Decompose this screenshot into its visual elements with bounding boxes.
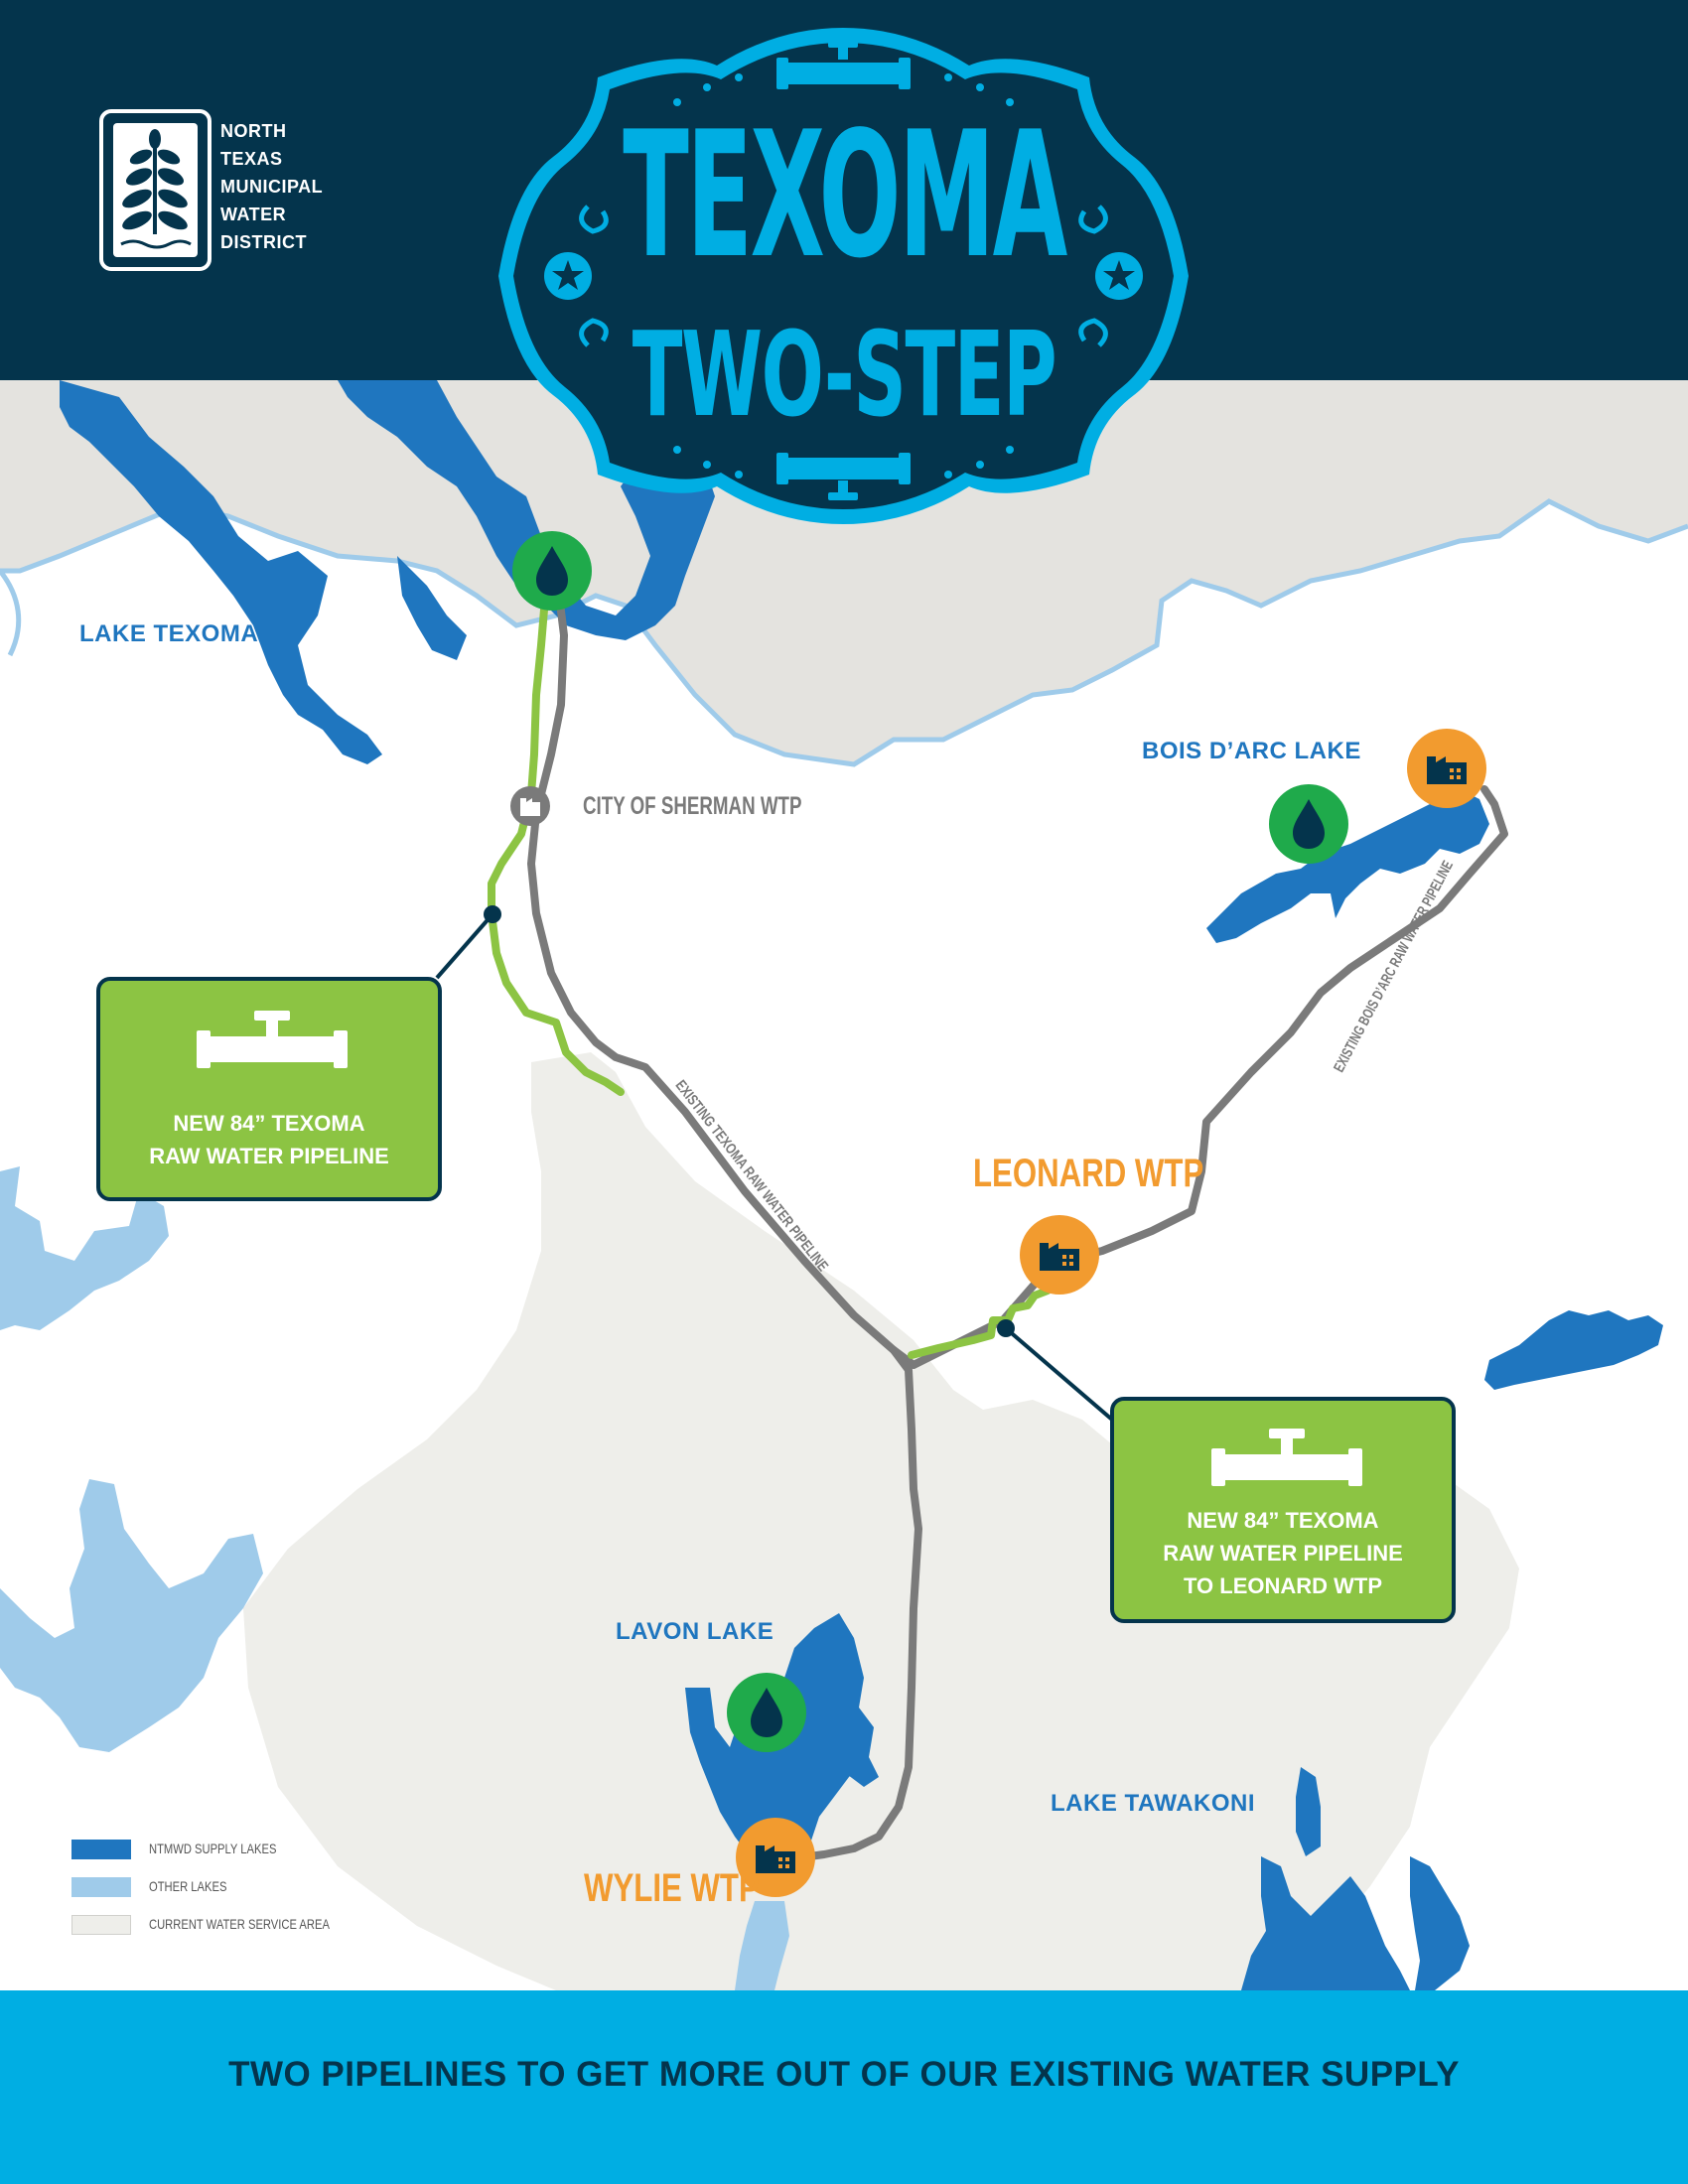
bois-darc-lake-shape xyxy=(1206,789,1489,943)
title-line-two: TWO-STEP xyxy=(632,306,1057,443)
footer-band xyxy=(0,1990,1688,2184)
other-lake-west xyxy=(0,1166,169,1330)
west-river xyxy=(0,569,22,657)
star-icon xyxy=(544,252,592,300)
water-drop-icon xyxy=(751,1688,782,1737)
legend-swatch xyxy=(71,1915,131,1935)
new-pipeline-one xyxy=(488,582,625,1096)
ntmwd-logo xyxy=(99,109,211,271)
callout-two-text: NEW 84” TEXOMA RAW WATER PIPELINE TO LEO… xyxy=(1114,1504,1452,1602)
leonard-wtp-marker xyxy=(1020,1215,1099,1295)
existing-texoma-pipeline-south xyxy=(805,1346,922,1860)
legend-swatch xyxy=(71,1840,131,1859)
lake-texoma-intake-marker xyxy=(512,531,592,611)
callout-two-line: NEW 84” TEXOMA xyxy=(1187,1508,1379,1533)
service-area xyxy=(243,1052,1519,1990)
sherman-wtp-marker xyxy=(510,786,550,826)
lake-texoma-label: LAKE TEXOMA xyxy=(79,620,259,647)
leonard-wtp-label: LEONARD WTP xyxy=(973,1152,1204,1195)
pipe-icon xyxy=(197,1011,348,1068)
lavon-intake-marker xyxy=(727,1673,806,1752)
legend-label: OTHER LAKES xyxy=(149,1878,227,1894)
sherman-wtp-label: CITY OF SHERMAN WTP xyxy=(583,792,802,820)
other-lake-south xyxy=(735,1901,789,1990)
bois-darc-plant-marker xyxy=(1407,729,1486,808)
east-lake-shape xyxy=(1484,1310,1663,1390)
callout-two-leader xyxy=(1004,1326,1114,1422)
bois-darc-lake-label: BOIS D’ARC LAKE xyxy=(1142,738,1361,764)
callout-new-pipeline-two: NEW 84” TEXOMA RAW WATER PIPELINE TO LEO… xyxy=(1110,1397,1456,1623)
org-name-line: DISTRICT xyxy=(220,232,307,252)
existing-texoma-pipeline xyxy=(527,567,1508,1369)
factory-icon xyxy=(520,798,540,816)
title-line-one: TEXOMA xyxy=(623,95,1067,297)
wylie-wtp-label: WYLIE WTP xyxy=(584,1866,760,1910)
water-drop-icon xyxy=(1293,799,1325,849)
star-icon xyxy=(1095,252,1143,300)
callout-new-pipeline-one: NEW 84” TEXOMA RAW WATER PIPELINE xyxy=(96,977,442,1201)
leaf-icon xyxy=(113,123,198,257)
callout-two-line: TO LEONARD WTP xyxy=(1183,1573,1383,1598)
new-pipeline-two xyxy=(908,1287,1052,1359)
title-badge xyxy=(498,28,1189,524)
pipe-icon xyxy=(776,453,911,500)
footer-tagline: TWO PIPELINES TO GET MORE OUT OF OUR EXI… xyxy=(228,2055,1460,2094)
legend-label: CURRENT WATER SERVICE AREA xyxy=(149,1916,330,1932)
callout-one-leader-dot xyxy=(484,905,501,923)
pipe-icon xyxy=(1211,1429,1362,1486)
org-name-line: NORTH xyxy=(220,121,287,141)
lavon-lake-label: LAVON LAKE xyxy=(616,1618,774,1645)
lake-texoma-shape xyxy=(60,380,715,764)
lake-tawakoni-shape xyxy=(1241,1767,1470,1990)
callout-one-leader xyxy=(435,912,494,980)
lake-tawakoni-label: LAKE TAWAKONI xyxy=(1051,1790,1256,1817)
wylie-wtp-marker xyxy=(736,1818,815,1897)
other-lake-southwest xyxy=(0,1479,263,1752)
pipe-icon xyxy=(776,40,911,89)
legend-swatch xyxy=(71,1877,131,1897)
callout-one-line: NEW 84” TEXOMA xyxy=(173,1111,365,1136)
callout-one-text: NEW 84” TEXOMA RAW WATER PIPELINE xyxy=(100,1107,438,1172)
org-name-line: TEXAS xyxy=(220,149,283,169)
upper-land-area xyxy=(0,380,1688,764)
callout-two-leader-dot xyxy=(997,1319,1015,1337)
red-river xyxy=(0,498,1688,767)
callout-one-line: RAW WATER PIPELINE xyxy=(149,1144,389,1168)
org-name-line: WATER xyxy=(220,205,287,224)
organization-name: NORTH TEXAS MUNICIPAL WATER DISTRICT xyxy=(220,117,323,256)
callout-two-line: RAW WATER PIPELINE xyxy=(1163,1541,1403,1566)
legend-label: NTMWD SUPPLY LAKES xyxy=(149,1841,277,1856)
bois-darc-intake-marker xyxy=(1269,784,1348,864)
water-drop-icon xyxy=(536,546,568,596)
org-name-line: MUNICIPAL xyxy=(220,177,324,197)
